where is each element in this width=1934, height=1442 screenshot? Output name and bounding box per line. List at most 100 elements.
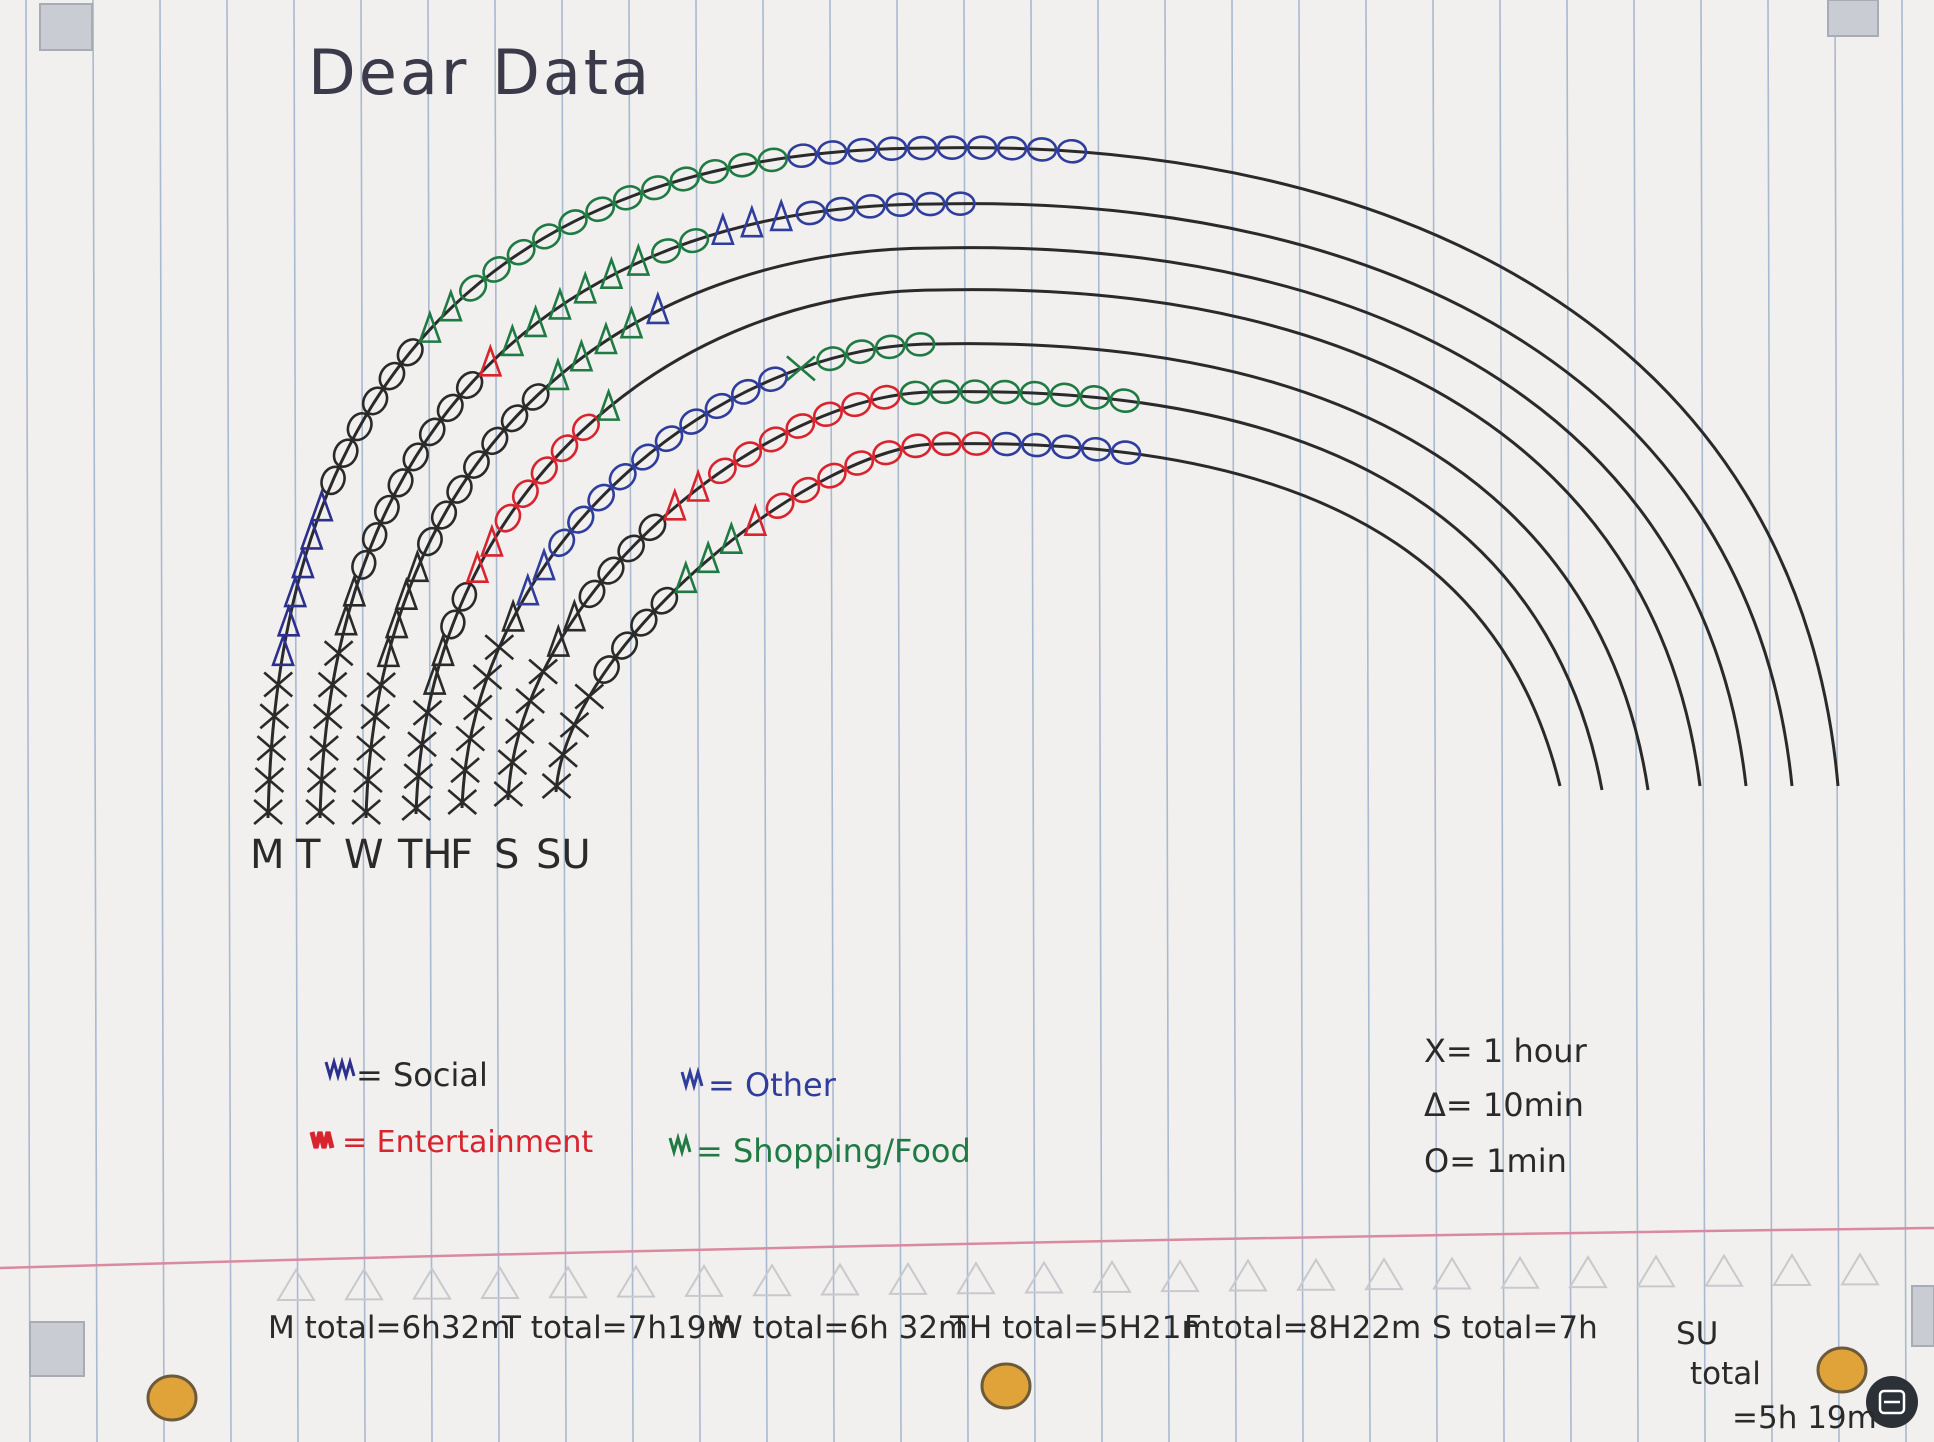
minute-marker bbox=[494, 503, 522, 533]
minute-marker bbox=[758, 366, 788, 393]
hour-marker bbox=[263, 671, 294, 698]
ten-minute-marker bbox=[573, 270, 598, 304]
hour-marker bbox=[259, 703, 290, 730]
symbol-key: X= 1 hour Δ= 10min O= 1min bbox=[1424, 1032, 1588, 1180]
minute-marker bbox=[996, 135, 1028, 161]
minute-marker bbox=[1019, 380, 1051, 406]
minute-marker bbox=[511, 479, 539, 509]
printed-triangle bbox=[820, 1262, 860, 1296]
minute-marker bbox=[320, 465, 346, 496]
hour-marker bbox=[305, 799, 336, 825]
rule-line bbox=[829, 0, 835, 1442]
rule-line bbox=[1499, 0, 1505, 1442]
printed-triangle bbox=[616, 1264, 656, 1298]
time-markers bbox=[253, 135, 1142, 825]
minute-marker bbox=[845, 339, 876, 365]
minute-marker bbox=[418, 417, 446, 447]
printed-triangle bbox=[956, 1261, 996, 1295]
hour-marker bbox=[412, 699, 443, 726]
minute-marker bbox=[1109, 388, 1140, 414]
minute-marker bbox=[698, 158, 729, 184]
minute-marker bbox=[446, 474, 473, 504]
minute-marker bbox=[841, 391, 872, 418]
day-arc bbox=[554, 442, 1562, 793]
minute-marker bbox=[991, 431, 1022, 457]
rule-line bbox=[896, 0, 902, 1442]
ten-minute-marker bbox=[546, 357, 570, 391]
legend-label-social: = Social bbox=[356, 1056, 488, 1094]
minute-marker bbox=[610, 631, 639, 660]
printed-triangle bbox=[1296, 1257, 1336, 1291]
hour-marker bbox=[559, 711, 590, 738]
scan-icon[interactable] bbox=[1866, 1376, 1918, 1428]
ten-minute-marker bbox=[645, 291, 670, 325]
minute-marker bbox=[417, 526, 443, 557]
hour-marker bbox=[254, 767, 285, 794]
hour-marker bbox=[323, 640, 354, 667]
minute-marker bbox=[332, 438, 359, 468]
ten-minute-marker bbox=[334, 602, 358, 636]
minute-marker bbox=[597, 556, 625, 585]
minute-marker bbox=[608, 462, 637, 491]
hour-marker bbox=[497, 749, 528, 776]
hour-marker bbox=[574, 683, 605, 710]
ten-minute-marker bbox=[673, 559, 698, 594]
key-ten-min: Δ= 10min bbox=[1424, 1086, 1584, 1124]
ten-minute-marker bbox=[342, 573, 367, 607]
rule-line bbox=[1767, 0, 1773, 1442]
total-wed: W total=6h 32m bbox=[712, 1310, 968, 1346]
minute-marker bbox=[530, 456, 558, 485]
rule-line bbox=[494, 0, 500, 1442]
minute-marker bbox=[899, 380, 931, 406]
key-one-min: O= 1min bbox=[1424, 1142, 1567, 1180]
printed-triangle bbox=[1568, 1255, 1608, 1289]
day-arc bbox=[318, 202, 1794, 819]
minute-marker bbox=[816, 346, 847, 372]
total-sun-word: total bbox=[1690, 1356, 1761, 1392]
ten-minute-marker bbox=[515, 572, 540, 606]
minute-marker bbox=[945, 191, 976, 216]
printed-triangle bbox=[888, 1261, 928, 1295]
day-label-wed: W bbox=[344, 832, 384, 878]
minute-marker bbox=[1080, 436, 1112, 462]
daily-totals: M total=6h32m T total=7h19m W total=6h 3… bbox=[268, 1310, 1877, 1436]
minute-marker bbox=[548, 528, 576, 558]
minute-marker bbox=[844, 450, 875, 476]
legend-swatch-entertainment bbox=[309, 1131, 335, 1149]
minute-marker bbox=[876, 136, 908, 162]
hour-marker bbox=[548, 741, 578, 768]
ten-minute-marker bbox=[431, 632, 455, 667]
rule-line bbox=[25, 0, 31, 1442]
minute-marker bbox=[617, 534, 645, 563]
minute-marker bbox=[361, 386, 389, 416]
ten-minute-marker bbox=[743, 502, 768, 537]
printed-triangle bbox=[1432, 1256, 1472, 1290]
minute-marker bbox=[451, 581, 478, 612]
rule-line bbox=[762, 0, 768, 1442]
minute-marker bbox=[679, 408, 709, 435]
ten-minute-marker bbox=[562, 598, 587, 632]
hour-marker bbox=[309, 735, 339, 762]
minute-marker bbox=[567, 505, 595, 534]
rule-line bbox=[1298, 0, 1304, 1442]
minute-marker bbox=[612, 185, 643, 211]
minute-marker bbox=[704, 392, 734, 420]
rule-line bbox=[963, 0, 969, 1442]
ten-minute-marker bbox=[376, 634, 401, 668]
minute-marker bbox=[915, 191, 946, 217]
rule-line bbox=[561, 0, 567, 1442]
legend-swatch-social bbox=[324, 1056, 356, 1082]
minute-marker bbox=[440, 609, 466, 640]
legend-swatch-other bbox=[680, 1066, 704, 1092]
hour-marker bbox=[450, 757, 480, 784]
hour-marker bbox=[504, 718, 535, 745]
minute-marker bbox=[361, 522, 388, 552]
punch-hole-icon bbox=[146, 1346, 1868, 1422]
minute-marker bbox=[765, 492, 795, 520]
day-labels: M T W TH F S SU bbox=[250, 832, 591, 878]
minute-marker bbox=[351, 549, 377, 580]
day-label-tue: T bbox=[295, 832, 321, 878]
hour-marker bbox=[253, 799, 283, 825]
rule-line bbox=[360, 0, 366, 1442]
hour-marker bbox=[317, 671, 348, 698]
